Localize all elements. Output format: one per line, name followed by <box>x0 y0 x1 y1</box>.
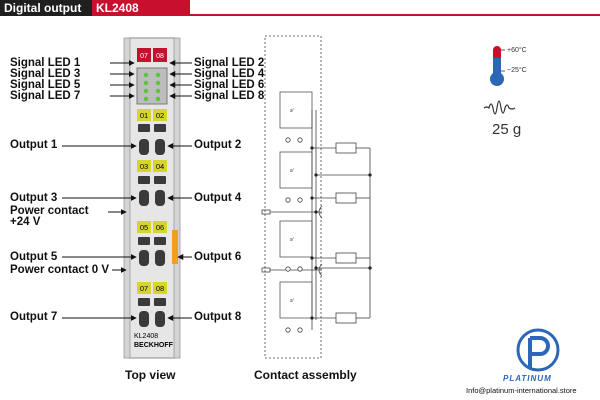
label-power-contact-0v: Power contact 0 V <box>10 264 110 276</box>
thermometer-icon <box>490 46 505 86</box>
caption-top-view: Top view <box>125 368 176 382</box>
label-output-5: Output 5 <box>10 251 58 263</box>
channel-label-08: 08 <box>156 284 164 293</box>
channel-label-05: 05 <box>140 223 148 232</box>
spring-contacts <box>138 124 166 327</box>
channel-label-03: 03 <box>140 162 148 171</box>
label-output-2: Output 2 <box>194 139 242 151</box>
header-underline <box>190 14 600 16</box>
led-window <box>136 67 168 105</box>
label-output-4: Output 4 <box>194 192 242 204</box>
platinum-logo-icon <box>516 328 560 372</box>
label-signal-led-4: Signal LED 4 <box>194 68 265 80</box>
label-signal-led-8: Signal LED 8 <box>194 90 265 102</box>
svg-text:s⁄: s⁄ <box>290 298 295 304</box>
footer-brand: PLATINUM <box>503 374 552 383</box>
channel-labels: 01 02 03 04 05 06 07 08 <box>137 109 167 294</box>
svg-text:s⁄: s⁄ <box>290 108 295 114</box>
label-output-7: Output 7 <box>10 311 58 323</box>
terminal-brand-label: BECKHOFF <box>134 342 174 349</box>
label-signal-led-3: Signal LED 3 <box>10 68 81 80</box>
caption-contact-assembly: Contact assembly <box>254 368 357 382</box>
header-section-title: Digital output <box>4 1 82 15</box>
terminal-model-label: KL2408 <box>134 333 158 340</box>
label-output-8: Output 8 <box>194 311 242 323</box>
label-signal-led-1: Signal LED 1 <box>10 57 81 69</box>
svg-text:s⁄: s⁄ <box>290 168 295 174</box>
header-section-block: Digital output <box>0 0 92 16</box>
header-model-block: KL2408 <box>92 0 190 16</box>
power-contact-orange <box>172 230 178 264</box>
top-led-07 <box>137 48 151 62</box>
label-output-3: Output 3 <box>10 192 58 204</box>
contact-assembly: s⁄ s⁄ s⁄ s⁄ <box>261 35 372 359</box>
top-led-08-label: 08 <box>156 53 164 60</box>
label-output-1: Output 1 <box>10 139 58 151</box>
channel-label-06: 06 <box>156 223 164 232</box>
svg-text:s⁄: s⁄ <box>290 237 295 243</box>
footer-email: Info@platinum-international.store <box>466 386 577 395</box>
vibration-icon <box>483 100 516 115</box>
top-led-07-label: 07 <box>140 53 148 60</box>
weight-label: 25 g <box>492 121 522 138</box>
header-model-title: KL2408 <box>96 1 139 15</box>
label-signal-led-7: Signal LED 7 <box>10 90 81 102</box>
top-led-08 <box>153 48 167 62</box>
channel-label-01: 01 <box>140 111 148 120</box>
temp-low-label: −25°C <box>507 67 527 74</box>
channel-label-02: 02 <box>156 111 164 120</box>
header-bar: Digital output KL2408 <box>0 0 600 16</box>
channel-label-04: 04 <box>156 162 164 171</box>
left-arrows <box>62 60 137 321</box>
temp-high-label: +60°C <box>507 47 527 54</box>
label-signal-led-6: Signal LED 6 <box>194 79 265 91</box>
label-signal-led-2: Signal LED 2 <box>194 57 265 69</box>
label-signal-led-5: Signal LED 5 <box>10 79 81 91</box>
signal-led-grid <box>143 72 161 102</box>
label-output-6: Output 6 <box>194 251 242 263</box>
channel-label-07: 07 <box>140 284 148 293</box>
label-plus-24v: +24 V <box>10 216 41 228</box>
label-power-contact: Power contact <box>10 205 89 217</box>
right-arrows <box>167 60 192 321</box>
